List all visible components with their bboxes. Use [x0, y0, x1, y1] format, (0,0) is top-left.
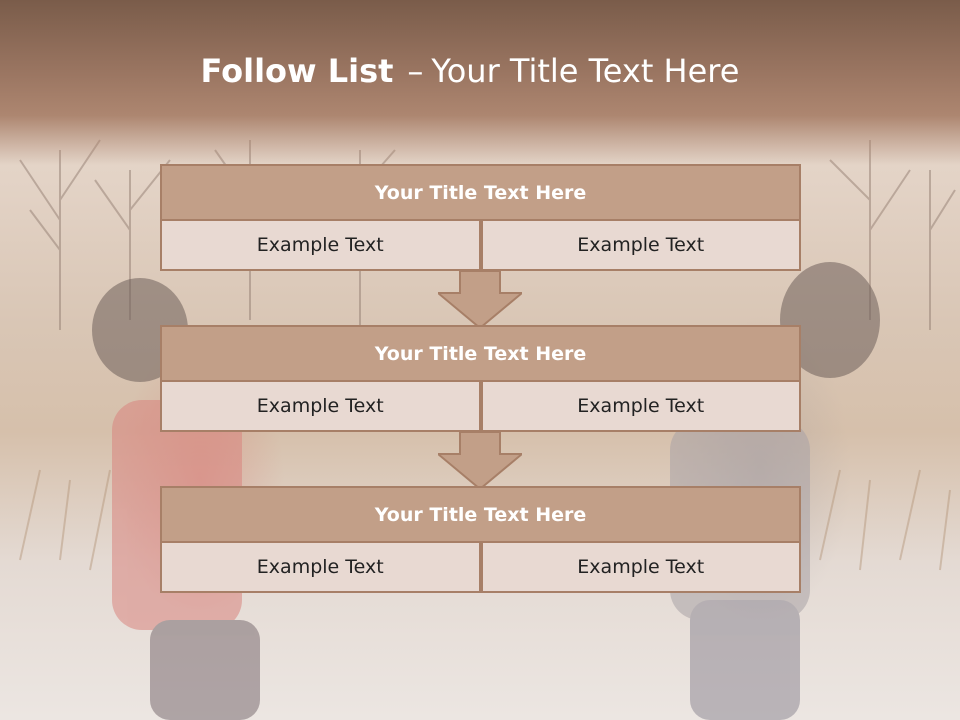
- block-title: Your Title Text Here: [160, 325, 801, 382]
- block-title: Your Title Text Here: [160, 486, 801, 543]
- block-cell-left: Example Text: [160, 543, 481, 593]
- block-title: Your Title Text Here: [160, 164, 801, 221]
- header-band: [0, 0, 960, 165]
- block-cell-right: Example Text: [480, 382, 801, 432]
- down-arrow-icon: [438, 271, 522, 329]
- block-row: Example Text Example Text: [160, 221, 801, 271]
- block-cell-right: Example Text: [480, 221, 801, 271]
- title-rest-part: Your Title Text Here: [431, 52, 740, 90]
- block-row: Example Text Example Text: [160, 382, 801, 432]
- title-dash: –: [407, 52, 424, 90]
- title-bold-part: Follow List: [200, 52, 394, 90]
- block-cell-right: Example Text: [480, 543, 801, 593]
- block-row: Example Text Example Text: [160, 543, 801, 593]
- block-cell-left: Example Text: [160, 221, 481, 271]
- slide-title: Follow List–Your Title Text Here: [0, 52, 940, 90]
- flow-block-1: Your Title Text Here Example Text Exampl…: [160, 164, 801, 271]
- down-arrow-icon: [438, 432, 522, 490]
- flow-block-3: Your Title Text Here Example Text Exampl…: [160, 486, 801, 593]
- flow-block-2: Your Title Text Here Example Text Exampl…: [160, 325, 801, 432]
- block-cell-left: Example Text: [160, 382, 481, 432]
